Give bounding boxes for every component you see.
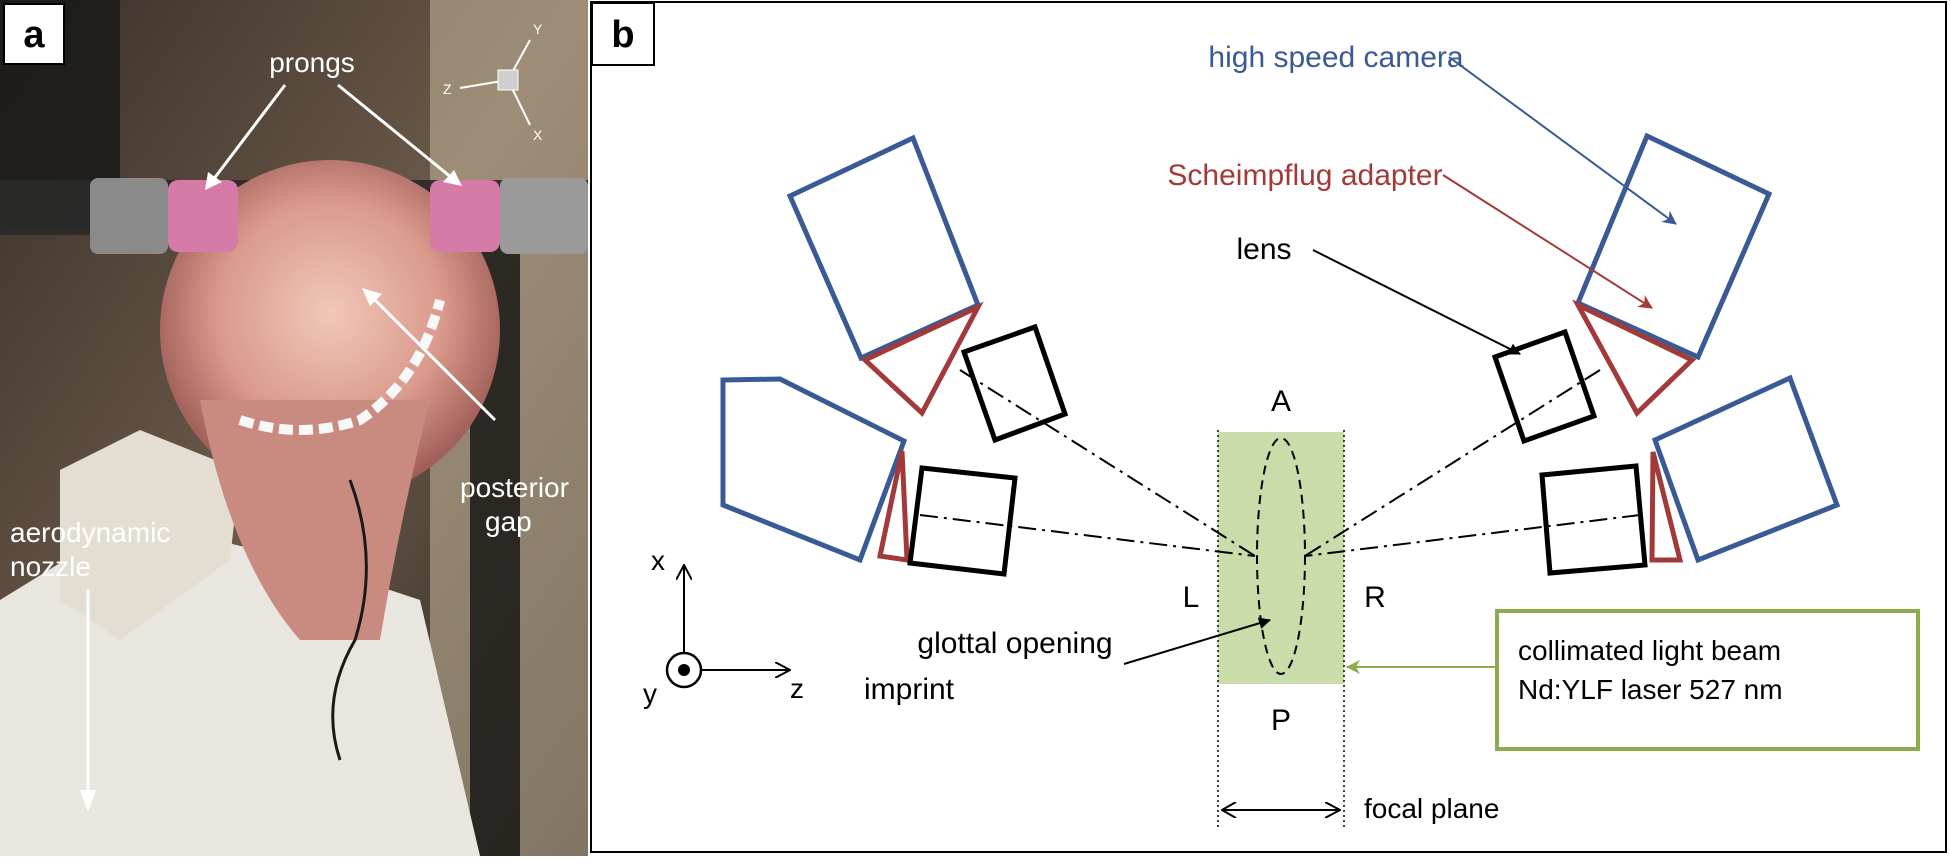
posterior-gap-label-line2: gap xyxy=(485,506,532,537)
triad-y-label: Y xyxy=(533,21,543,37)
lens-pointer xyxy=(1312,249,1521,355)
lens-upper-right xyxy=(1491,328,1598,445)
optical-axis-lower-right xyxy=(1304,514,1641,557)
beam-label-line2: Nd:YLF laser 527 nm xyxy=(1518,674,1783,705)
prongs-arrow-left xyxy=(211,84,287,181)
high-speed-camera-upper-right xyxy=(1574,132,1773,361)
nozzle-arrowhead xyxy=(80,790,96,812)
coordinate-system: x y z xyxy=(643,545,804,709)
scheimpflug-adapter-lower-left xyxy=(877,450,910,563)
focal-volume xyxy=(1218,432,1344,684)
panel-b-label-box xyxy=(591,2,655,66)
prongs-arrow-right xyxy=(337,83,453,180)
trachea xyxy=(200,400,430,640)
lens-upper-left xyxy=(960,323,1069,444)
scheimpflug-adapter-upper-right xyxy=(1572,299,1697,418)
photo-panel: a prongs Y Z X posterior gap aerodynamic… xyxy=(0,0,588,856)
posterior-label: P xyxy=(1271,704,1291,737)
scheimpflug-adapter-upper-left xyxy=(860,301,984,418)
prong-left xyxy=(168,180,238,252)
camera-assembly-lower-right xyxy=(1304,374,1841,576)
camera-label: high speed camera xyxy=(1208,41,1463,74)
glottal-pointer xyxy=(1123,617,1271,665)
glottal-label-line2: imprint xyxy=(864,673,955,706)
optical-axis-lower-left xyxy=(919,514,1256,557)
high-speed-camera-lower-left xyxy=(720,376,908,564)
anterior-label: A xyxy=(1271,385,1291,418)
focal-plane-label: focal plane xyxy=(1364,793,1499,824)
camera-assembly-upper-right xyxy=(1304,132,1773,557)
high-speed-camera-lower-right xyxy=(1651,374,1841,564)
lens-lower-left xyxy=(907,465,1018,577)
posterior-gap-label-line1: posterior xyxy=(460,472,569,503)
x-axis-label: x xyxy=(651,545,665,576)
camera-pointer xyxy=(1448,56,1677,225)
lens-lower-right xyxy=(1539,463,1648,576)
panel-b-label: b xyxy=(611,14,634,56)
nozzle-label-line2: nozzle xyxy=(10,551,91,582)
wire xyxy=(331,479,368,761)
scheimpflug-adapter-lower-right xyxy=(1649,451,1684,563)
glottal-label-line1: glottal opening xyxy=(917,627,1112,660)
panel-a-label-box xyxy=(3,3,65,65)
schematic-diagram: b high speed camera Scheimpflug adapter … xyxy=(590,1,1947,853)
adapter-label: Scheimpflug adapter xyxy=(1167,159,1442,192)
lens-label: lens xyxy=(1236,233,1291,266)
optical-axis-upper-left xyxy=(959,369,1256,557)
axis-triad: Y Z X xyxy=(443,21,543,143)
nut-left xyxy=(90,178,168,254)
nozzle-part xyxy=(60,430,240,640)
posterior-gap-arrowhead xyxy=(362,288,382,306)
y-axis-label: y xyxy=(643,678,657,709)
panel-a-label: a xyxy=(23,14,45,56)
z-axis-label: z xyxy=(790,673,804,704)
prong-right xyxy=(430,180,500,252)
camera-assembly-upper-left xyxy=(786,134,1256,557)
right-label: R xyxy=(1364,581,1386,614)
sutures xyxy=(238,298,445,435)
prongs-arrowhead-right xyxy=(443,170,462,186)
triad-x-label: X xyxy=(533,127,543,143)
optical-axis-upper-right xyxy=(1304,369,1601,557)
prongs-label: prongs xyxy=(269,47,355,78)
camera-assembly-lower-left xyxy=(720,376,1256,577)
triad-cube xyxy=(497,69,519,91)
beam-info-box xyxy=(1495,609,1920,751)
nut-right xyxy=(500,178,588,254)
prongs-arrowhead-left xyxy=(205,172,222,190)
y-axis-dot xyxy=(678,664,690,676)
adapter-pointer xyxy=(1442,174,1653,309)
photo-illustration: a prongs Y Z X posterior gap aerodynamic… xyxy=(0,0,588,856)
triad-z-label: Z xyxy=(443,81,452,97)
beam-label-line1: collimated light beam xyxy=(1518,635,1781,666)
left-label: L xyxy=(1183,581,1200,614)
nozzle-label-line1: aerodynamic xyxy=(10,517,170,548)
schematic-panel: b high speed camera Scheimpflug adapter … xyxy=(590,0,1950,856)
posterior-gap-arrow xyxy=(373,298,497,422)
